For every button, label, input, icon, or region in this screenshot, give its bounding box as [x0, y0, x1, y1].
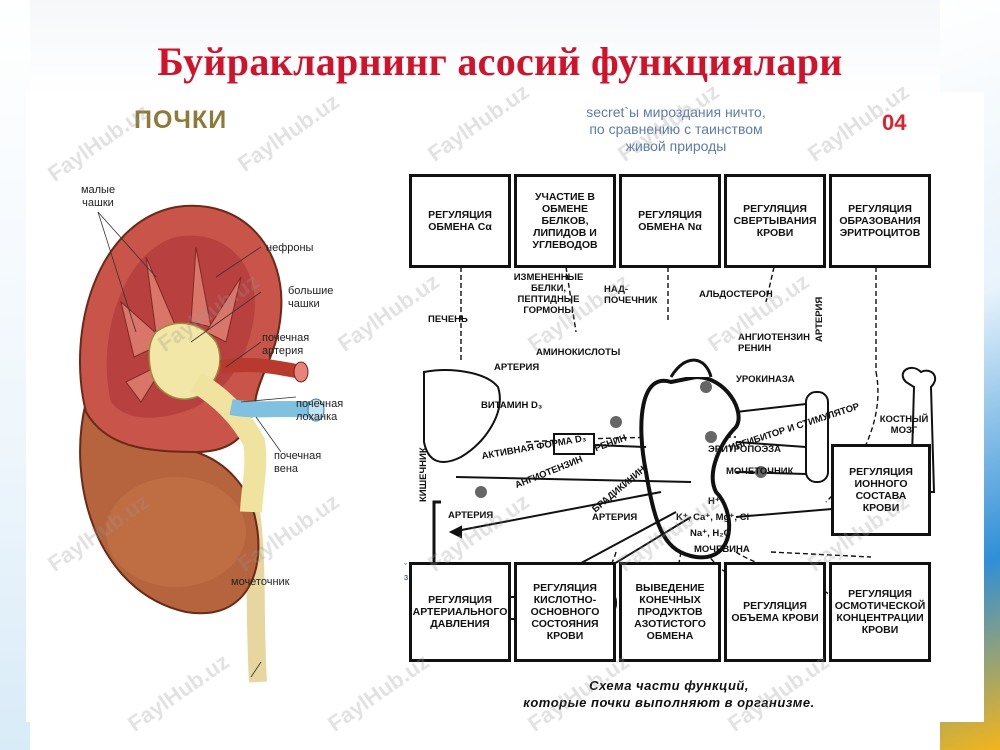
box-calcium-regulation: РЕГУЛЯЦИЯ ОБМЕНА Cα — [409, 174, 511, 268]
label-renal-artery: почечная артерия — [262, 332, 310, 357]
box-blood-volume: РЕГУЛЯЦИЯ ОБЪЕМА КРОВИ — [724, 562, 826, 662]
label-urokinase: УРОКИНАЗА — [736, 374, 795, 385]
box-coagulation-regulation: РЕГУЛЯЦИЯ СВЕРТЫВАНИЯ КРОВИ — [724, 174, 826, 268]
label-angiotensin-renin: АНГИОТЕНЗИН РЕНИН — [738, 332, 810, 354]
label-intestine: КИШЕЧНИК — [418, 447, 429, 502]
box-acid-base: РЕГУЛЯЦИЯ КИСЛОТНО-ОСНОВНОГО СОСТОЯНИЯ К… — [514, 562, 616, 662]
label-liver: ПЕЧЕНЬ — [428, 314, 468, 325]
label-artery-left: АРТЕРИЯ — [494, 362, 540, 373]
label-aldosterone: АЛЬДОСТЕРОН — [699, 289, 773, 300]
scheme-connections — [423, 266, 937, 628]
label-artery-bottom-middle: АРТЕРИЯ — [592, 512, 638, 523]
label-aminoacids: АМИНОКИСЛОТЫ — [536, 347, 621, 358]
label-bone-marrow: КОСТНЫЙ МОЗГ — [879, 414, 929, 436]
page-number: 04 — [882, 110, 907, 135]
caption-line: Схема части функций, — [589, 678, 749, 693]
quote-line: secret`ы мироздания ничто, — [586, 104, 766, 120]
label-ion-h: H⁺ — [708, 496, 720, 507]
box-osmotic-concentration: РЕГУЛЯЦИЯ ОСМОТИЧЕСКОЙ КОНЦЕНТРАЦИИ КРОВ… — [829, 562, 931, 662]
box-ion-composition: РЕГУЛЯЦИЯ ИОННОГО СОСТАВА КРОВИ — [831, 444, 931, 536]
box-nitrogen-excretion: ВЫВЕДЕНИЕ КОНЕЧНЫХ ПРОДУКТОВ АЗОТИСТОГО … — [619, 562, 721, 662]
label-artery-right: АРТЕРИЯ — [814, 296, 825, 342]
label-artery-bottom-left: АРТЕРИЯ — [448, 510, 494, 521]
figure-caption: Схема части функций, которые почки выпол… — [504, 677, 834, 711]
box-erythropoiesis-regulation: РЕГУЛЯЦИЯ ОБРАЗОВАНИЯ ЭРИТРОЦИТОВ — [829, 174, 931, 268]
label-adrenal: НАД- ПОЧЕЧНИК — [604, 284, 658, 306]
slide-accent-left — [0, 0, 30, 750]
label-major-calyces: большие чашки — [288, 285, 334, 310]
slide-background-top — [0, 0, 1000, 95]
label-erythropoiesis: ЭРИТРОПОЭЗА — [708, 444, 781, 455]
label-ions-2: Na⁺, H₂O — [690, 528, 731, 539]
figure-heading: ПОЧКИ — [134, 106, 228, 134]
kidney-functions-figure: ПОЧКИ — [26, 92, 984, 722]
label-urea: МОЧЕВИНА — [694, 544, 750, 555]
label-nephrons: нефроны — [266, 242, 314, 254]
label-ureter: мочеточник — [231, 576, 290, 588]
quote: secret`ы мироздания ничто, по сравнению … — [541, 104, 811, 155]
box-blood-pressure: РЕГУЛЯЦИЯ АРТЕРИАЛЬНОГО ДАВЛЕНИЯ — [409, 562, 511, 662]
label-small-calyces: малые чашки — [80, 184, 116, 209]
label-changed-proteins: ИЗМЕНЕННЫЕ БЕЛКИ, ПЕПТИДНЫЕ ГОРМОНЫ — [513, 272, 584, 316]
quote-line: по сравнению с таинством — [589, 121, 763, 137]
box-metabolism-participation: УЧАСТИЕ В ОБМЕНЕ БЕЛКОВ, ЛИПИДОВ И УГЛЕВ… — [514, 174, 616, 268]
slide-title: Буйракларнинг асосий функциялари — [157, 39, 843, 84]
label-vitamin-d: ВИТАМИН D₃ — [481, 400, 543, 411]
label-renal-pelvis: почечная лоханка — [296, 398, 344, 423]
caption-line: которые почки выполняют в организме. — [523, 695, 815, 710]
label-ureter-scheme: МОЧЕТОЧНИК — [726, 466, 794, 477]
label-renal-vein: почечная вена — [274, 450, 322, 475]
quote-line: живой природы — [625, 138, 727, 154]
label-ions-1: K⁺, Ca⁺, Mg⁺, Cl⁻ — [676, 512, 755, 523]
box-sodium-regulation: РЕГУЛЯЦИЯ ОБМЕНА Nα — [619, 174, 721, 268]
kidney-illustration — [79, 204, 325, 683]
